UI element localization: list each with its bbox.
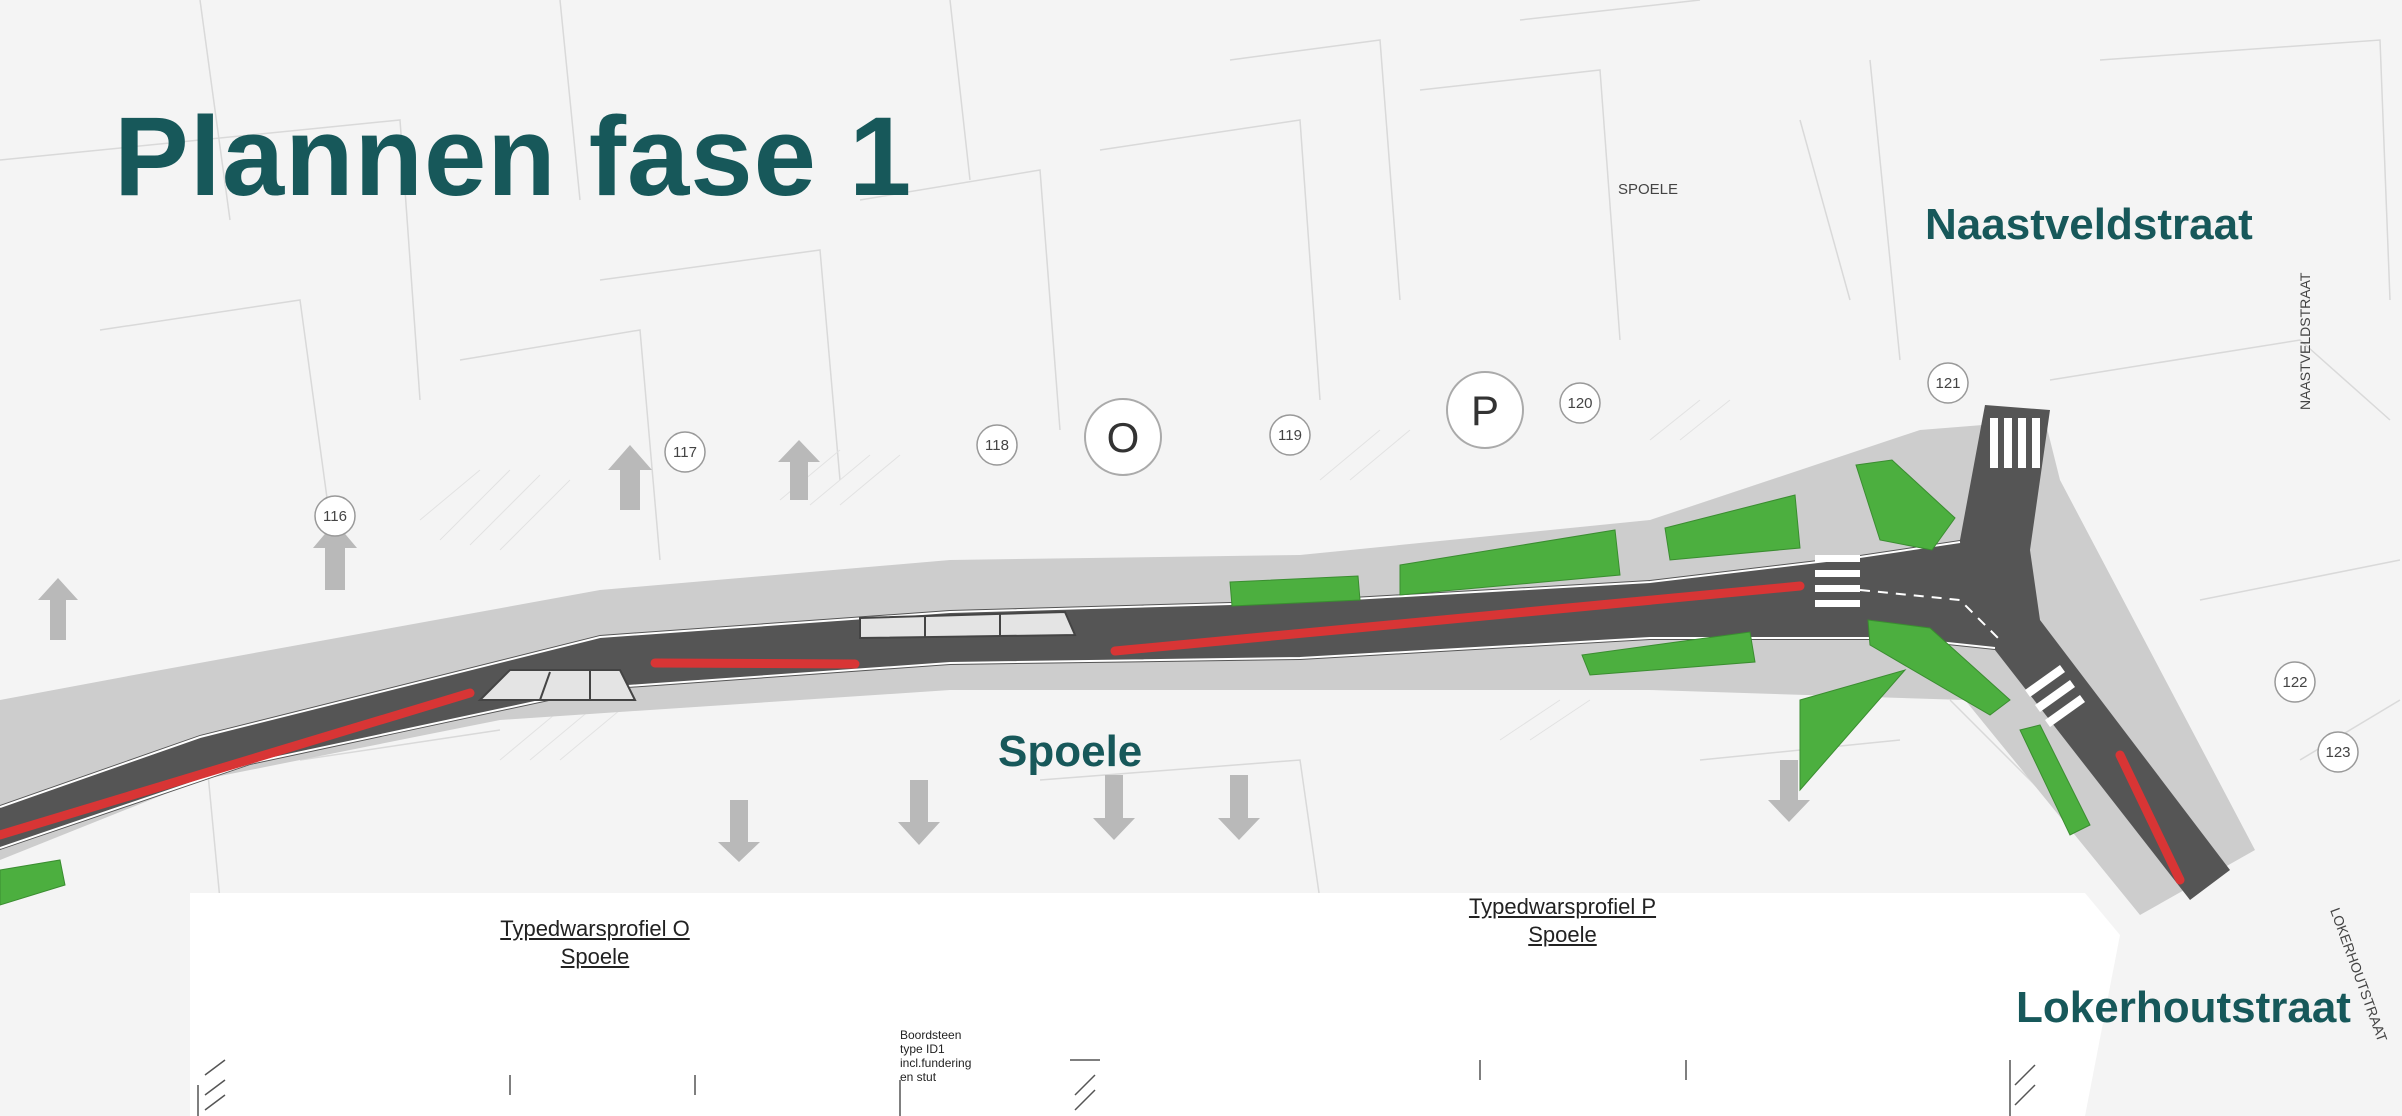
- street-label-naastveldstraat: Naastveldstraat: [1925, 200, 2253, 249]
- profile-marker-o-label: O: [1107, 414, 1140, 461]
- profile-marker-o: [1084, 398, 1162, 476]
- parking-bays: [477, 610, 1077, 701]
- cycle-lanes: [0, 581, 2185, 885]
- street-label-spoele: Spoele: [998, 727, 1143, 776]
- house-number: 118: [985, 437, 1009, 454]
- cross-section-area: [190, 893, 2120, 1116]
- profile-caption-p-line2: Spoele: [1528, 922, 1597, 947]
- map-label-naastveldstraat: NAASTVELDSTRAAT: [2297, 272, 2313, 410]
- profile-marker-p-label: P: [1471, 387, 1499, 434]
- street-label-lokerhoutstraat: Lokerhoutstraat: [2016, 983, 2351, 1032]
- map-label-spoele: SPOELE: [1618, 181, 1678, 198]
- profile-caption-o-line1: Typedwarsprofiel O: [500, 916, 690, 941]
- profile-caption-p: Typedwarsprofiel P Spoele: [1460, 893, 1665, 949]
- house-number: 122: [2282, 674, 2307, 691]
- crosswalk-stripes: [1815, 418, 2085, 727]
- house-number: 116: [323, 508, 347, 525]
- house-number: 120: [1567, 395, 1592, 412]
- house-number: 119: [1278, 427, 1302, 444]
- house-number: 117: [673, 444, 697, 461]
- profile-caption-o-line2: Spoele: [560, 944, 630, 969]
- profile-caption-p-line1: Typedwarsprofiel P: [1468, 894, 1657, 919]
- curb-annotation: Boordsteen type ID1 incl.fundering en st…: [900, 1028, 972, 1084]
- house-number: 123: [2325, 744, 2350, 761]
- green-zones: [0, 459, 2091, 906]
- profile-caption-o: Typedwarsprofiel O Spoele: [500, 915, 690, 971]
- cross-section-hatching: [197, 1059, 2036, 1116]
- profile-marker-p: [1446, 371, 1524, 449]
- page-title: Plannen fase 1: [114, 94, 913, 219]
- house-numbers: 116 117 118 119 120 121 122 123: [323, 375, 2350, 761]
- house-number: 121: [1935, 375, 1960, 392]
- road-edge-bottom: [0, 637, 1996, 849]
- parking-dividers: [539, 614, 1001, 701]
- house-number-circles: [314, 362, 2359, 773]
- direction-arrows: [38, 440, 1810, 862]
